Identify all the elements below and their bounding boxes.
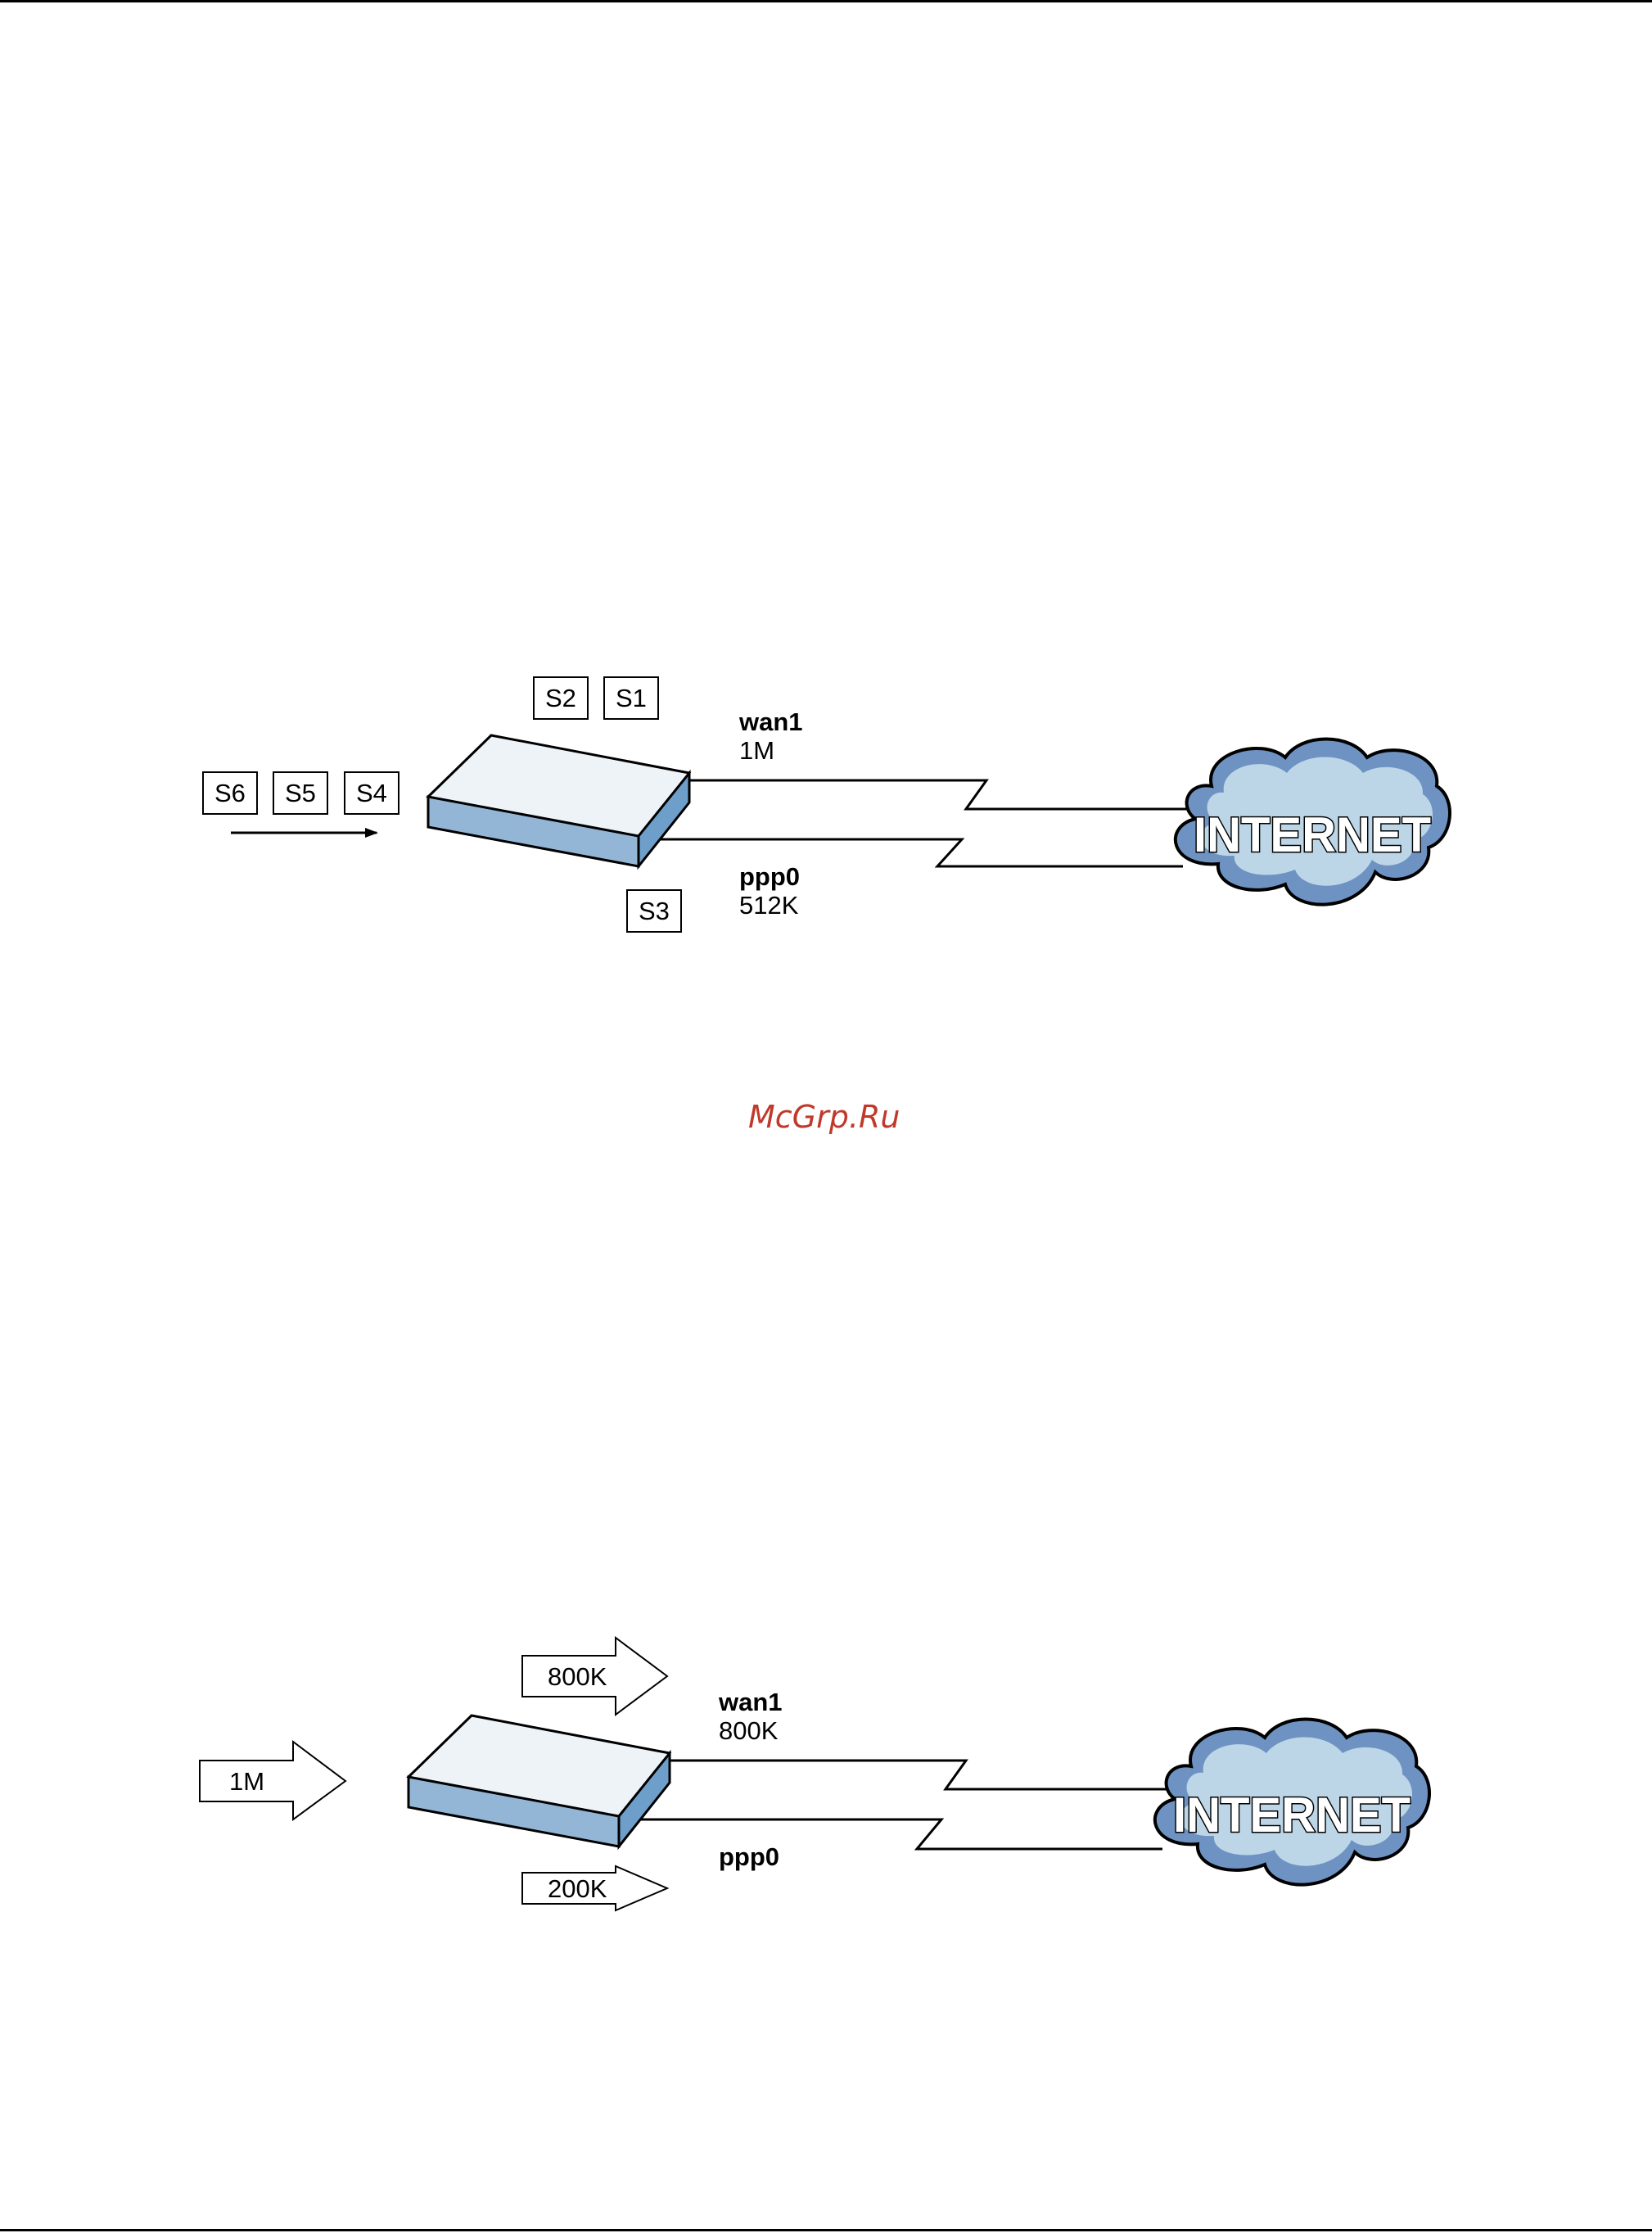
wan1-rate: 1M: [739, 738, 774, 763]
session-label-s5: S5: [285, 780, 316, 806]
internet-label-2: INTERNET: [1173, 1788, 1411, 1842]
internet-cloud-2: INTERNET: [1155, 1720, 1429, 1885]
ppp0-name-2: ppp0: [719, 1844, 779, 1869]
internet-label: INTERNET: [1194, 807, 1431, 862]
internet-cloud: INTERNET: [1176, 739, 1450, 905]
wan1-name: wan1: [739, 709, 803, 735]
wan1-link: [688, 780, 1195, 809]
watermark: McGrp.Ru: [748, 1101, 900, 1132]
incoming-1m-label: 1M: [229, 1769, 264, 1794]
ppp0-link-2: [618, 1819, 1162, 1849]
wan1-rate-2: 800K: [719, 1718, 778, 1743]
ppp0-name: ppp0: [739, 864, 800, 889]
zywall-device-2: [408, 1715, 670, 1847]
session-label-s6: S6: [214, 780, 246, 806]
session-label-s3: S3: [639, 898, 670, 924]
ppp0-rate: 512K: [739, 893, 798, 918]
out-800k-label: 800K: [548, 1664, 607, 1689]
zywall-device: [428, 735, 689, 866]
diagram-1: INTERNET: [203, 677, 1450, 932]
wan1-name-2: wan1: [719, 1689, 783, 1715]
session-label-s2: S2: [545, 685, 576, 711]
diagram-2: INTERNET: [200, 1638, 1429, 1910]
session-label-s1: S1: [616, 685, 647, 711]
session-label-s4: S4: [356, 780, 387, 806]
out-200k-label: 200K: [548, 1876, 607, 1901]
wan1-link-2: [667, 1761, 1175, 1789]
ppp0-link: [639, 839, 1183, 866]
incoming-1m-arrow: [200, 1742, 345, 1819]
